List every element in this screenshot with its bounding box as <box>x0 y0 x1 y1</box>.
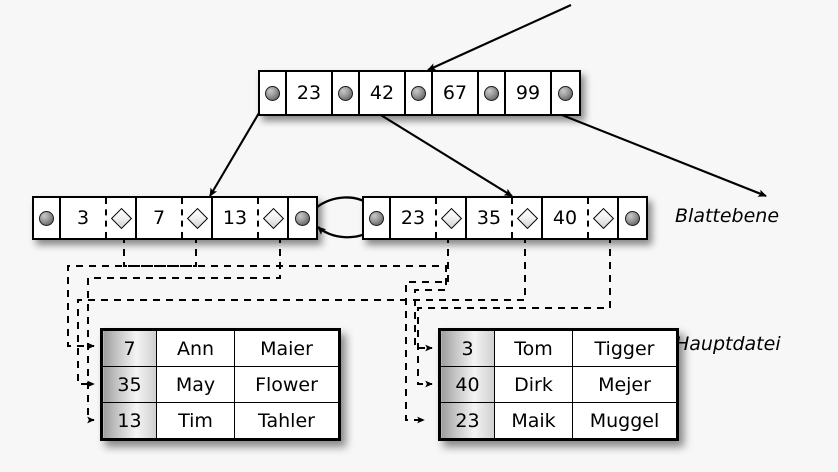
record-lastname-cell: Flower <box>234 366 339 403</box>
node-pointer-cell[interactable] <box>364 198 391 238</box>
node-pointer-cell[interactable] <box>289 198 316 238</box>
record-firstname-cell: May <box>156 366 235 403</box>
filled-circle-pointer-icon <box>265 85 280 101</box>
filled-circle-pointer-icon <box>484 85 499 101</box>
node-key-cell[interactable]: 35 <box>467 198 513 238</box>
record-firstname-cell: Dirk <box>494 366 573 403</box>
diamond-record-pointer-icon <box>592 207 614 229</box>
node-pointer-cell[interactable] <box>479 72 506 114</box>
node-pointer-cell[interactable] <box>333 72 360 114</box>
diamond-record-pointer-icon <box>440 207 462 229</box>
label-leaf-level: Blattebene <box>675 205 780 227</box>
record-lastname-cell: Tahler <box>234 402 339 439</box>
node-record-pointer-cell[interactable] <box>183 198 213 238</box>
filled-circle-pointer-icon <box>295 210 310 226</box>
node-record-pointer-cell[interactable] <box>437 198 467 238</box>
record-firstname-cell: Ann <box>156 330 235 367</box>
edge-external-to-root <box>427 4 572 71</box>
diamond-record-pointer-icon <box>186 207 208 229</box>
filled-circle-pointer-icon <box>411 85 426 101</box>
node-key-cell[interactable]: 42 <box>360 72 406 114</box>
node-key-cell[interactable]: 23 <box>391 198 437 238</box>
node-key-cell[interactable]: 40 <box>543 198 589 238</box>
node-pointer-cell[interactable] <box>552 72 579 114</box>
node-record-pointer-cell[interactable] <box>513 198 543 238</box>
root-index-node[interactable]: 23 42 67 99 <box>258 70 581 116</box>
node-key-cell[interactable]: 99 <box>506 72 552 114</box>
record-key-cell: 35 <box>102 366 157 403</box>
node-key-cell[interactable]: 67 <box>433 72 479 114</box>
filled-circle-pointer-icon <box>369 210 384 226</box>
leaf-node-right[interactable]: 23 35 40 <box>362 196 648 240</box>
node-key-cell[interactable]: 13 <box>213 198 259 238</box>
node-key-cell[interactable]: 3 <box>61 198 107 238</box>
filled-circle-pointer-icon <box>39 210 54 226</box>
filled-circle-pointer-icon <box>625 210 640 226</box>
record-key-cell: 7 <box>102 330 157 367</box>
label-main-file: Hauptdatei <box>675 333 781 355</box>
record-lastname-cell: Muggel <box>572 402 677 439</box>
node-pointer-cell[interactable] <box>406 72 433 114</box>
filled-circle-pointer-icon <box>338 85 353 101</box>
node-record-pointer-cell[interactable] <box>107 198 137 238</box>
diamond-record-pointer-icon <box>110 207 132 229</box>
record-firstname-cell: Maik <box>494 402 573 439</box>
diamond-record-pointer-icon <box>516 207 538 229</box>
record-key-cell: 3 <box>440 330 495 367</box>
node-key-cell[interactable]: 7 <box>137 198 183 238</box>
record-lastname-cell: Tigger <box>572 330 677 367</box>
filled-circle-pointer-icon <box>558 85 573 101</box>
node-pointer-cell[interactable] <box>260 72 287 114</box>
node-key-cell[interactable]: 23 <box>287 72 333 114</box>
record-lastname-cell: Maier <box>234 330 339 367</box>
record-key-cell: 40 <box>440 366 495 403</box>
diamond-record-pointer-icon <box>262 207 284 229</box>
record-key-cell: 13 <box>102 402 157 439</box>
record-firstname-cell: Tom <box>494 330 573 367</box>
node-pointer-cell[interactable] <box>619 198 646 238</box>
record-key-cell: 23 <box>440 402 495 439</box>
record-firstname-cell: Tim <box>156 402 235 439</box>
node-pointer-cell[interactable] <box>34 198 61 238</box>
record-lastname-cell: Mejer <box>572 366 677 403</box>
node-record-pointer-cell[interactable] <box>589 198 619 238</box>
node-record-pointer-cell[interactable] <box>259 198 289 238</box>
